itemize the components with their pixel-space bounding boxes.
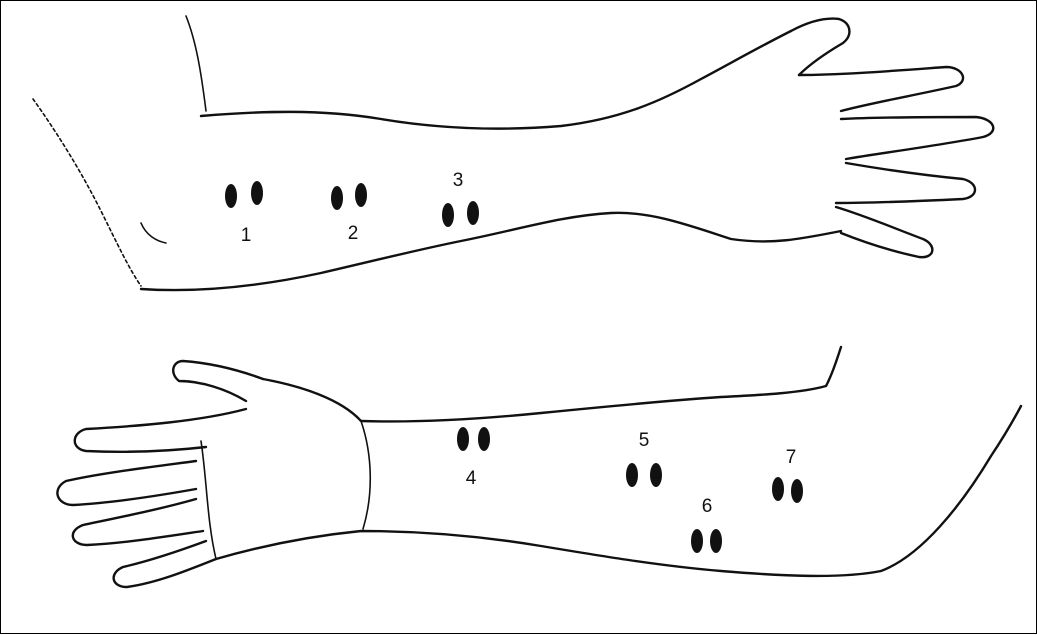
electrode-dot: [710, 529, 722, 553]
electrode-dot: [467, 201, 479, 225]
bottom-palm-back: [263, 379, 361, 421]
electrode-dot: [772, 477, 784, 501]
electrode-pair-6: 6: [691, 496, 722, 553]
electrode-dot: [626, 463, 638, 487]
bottom-thumb: [173, 361, 263, 401]
electrode-dot: [650, 463, 662, 487]
electrode-pair-7: 7: [772, 447, 803, 503]
bottom-finger-little: [114, 541, 216, 587]
electrode-pair-3: 3: [442, 170, 479, 227]
bottom-arm: [57, 347, 1021, 587]
electrode-pair-5: 5: [626, 430, 662, 487]
top-finger-ring: [836, 163, 975, 203]
electrode-dot: [478, 427, 490, 451]
site-label-5: 5: [639, 430, 650, 451]
site-label-7: 7: [786, 447, 797, 468]
site-label-2: 2: [348, 223, 359, 244]
top-arm: [33, 16, 993, 290]
top-elbow-contour: [33, 99, 141, 286]
top-elbow-crease: [141, 223, 166, 243]
site-label-6: 6: [702, 496, 713, 517]
electrode-dot: [442, 203, 454, 227]
electrode-pair-4: 4: [457, 427, 490, 489]
electrode-dot: [355, 183, 367, 207]
top-finger-little: [836, 207, 932, 257]
electrode-dot: [225, 184, 237, 208]
electrode-dot: [791, 479, 803, 503]
top-finger-index: [799, 67, 963, 111]
top-forearm-upper-edge: [201, 31, 791, 129]
site-label-4: 4: [466, 468, 477, 489]
site-label-3: 3: [453, 170, 464, 191]
top-shoulder-contour: [186, 16, 206, 111]
bottom-forearm-lower-edge: [216, 406, 1021, 576]
bottom-finger-middle: [57, 461, 196, 505]
top-finger-middle: [841, 117, 993, 159]
electrode-dot: [251, 181, 263, 205]
electrode-dot: [331, 186, 343, 210]
electrode-dot: [691, 529, 703, 553]
top-thumb: [791, 19, 849, 75]
bottom-finger-index: [75, 409, 246, 452]
bottom-wrist-crease: [361, 421, 370, 529]
electrode-pair-2: 2: [331, 183, 367, 244]
bottom-forearm-upper-edge: [361, 347, 841, 422]
electrode-pair-1: 1: [225, 181, 263, 246]
site-label-1: 1: [241, 225, 252, 246]
top-electrodes: 1 2 3: [225, 170, 479, 246]
electrode-dot: [457, 427, 469, 451]
bottom-electrodes: 4 5 6 7: [457, 427, 803, 553]
bottom-finger-ring: [73, 499, 203, 545]
